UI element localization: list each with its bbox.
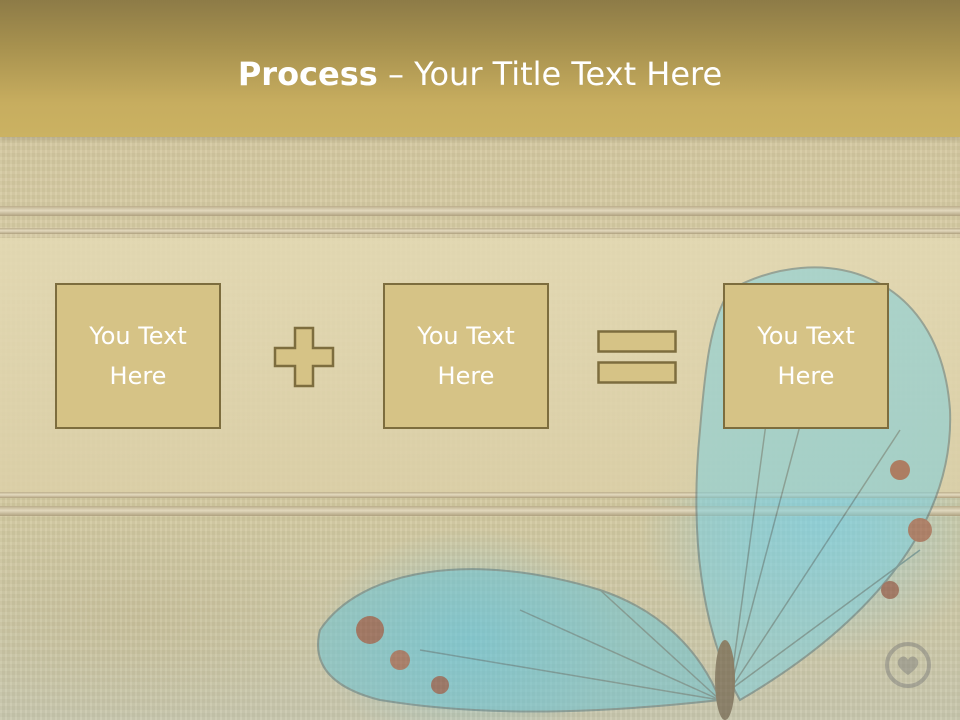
equals-icon — [597, 330, 677, 384]
decor-rail — [0, 228, 960, 234]
decor-rail — [0, 206, 960, 216]
heart-badge-icon — [885, 642, 931, 688]
process-box-1[interactable]: You Text Here — [55, 283, 221, 429]
process-box-3[interactable]: You Text Here — [723, 283, 889, 429]
slide-title[interactable]: Process – Your Title Text Here — [0, 52, 960, 96]
process-box-2[interactable]: You Text Here — [383, 283, 549, 429]
title-separator: – — [377, 55, 415, 93]
title-bold: Process — [237, 55, 378, 93]
decor-rail — [0, 492, 960, 498]
title-rest: Your Title Text Here — [414, 55, 723, 93]
plus-icon — [273, 326, 335, 388]
decor-rail — [0, 506, 960, 516]
title-band — [0, 0, 960, 137]
